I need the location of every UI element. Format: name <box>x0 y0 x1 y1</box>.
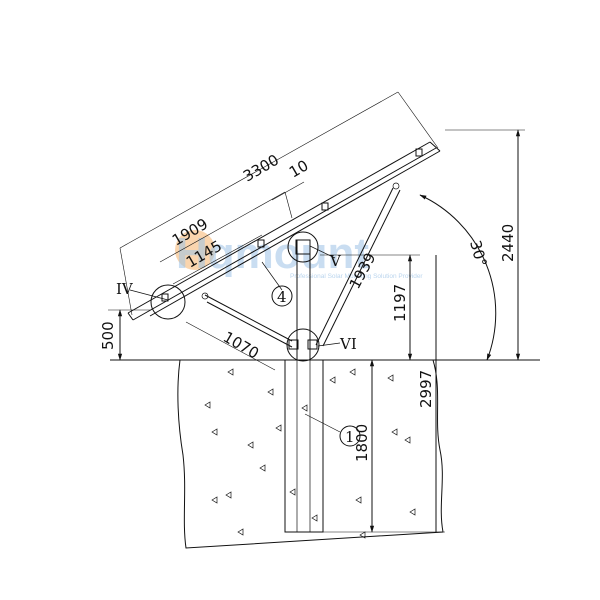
callout-v: V <box>329 252 342 270</box>
front-brace <box>201 292 293 348</box>
dim-2440: 2440 <box>499 224 517 262</box>
pivot-bracket <box>295 239 311 255</box>
dim-3300: 3300 <box>240 151 282 186</box>
callout-1: 1 <box>345 428 355 446</box>
detail-circle-v <box>287 231 319 263</box>
callout-iv: IV <box>116 280 134 298</box>
callout-labels: IV V VI 4 1 <box>116 252 357 446</box>
callout-leaders <box>129 245 341 433</box>
part-1-circle <box>339 425 361 447</box>
dim-500: 500 <box>99 321 117 350</box>
dim-10: 10 <box>286 156 312 181</box>
rear-strut <box>315 182 401 347</box>
logo-sun-icon <box>175 230 215 270</box>
dim-2997: 2997 <box>417 370 435 408</box>
callout-vi: VI <box>339 335 357 353</box>
callout-4: 4 <box>277 288 287 306</box>
base-bracket-right <box>307 339 318 350</box>
detail-circle-iv <box>150 284 186 320</box>
detail-circle-vi <box>286 328 320 362</box>
dim-1070: 1070 <box>220 328 262 363</box>
embedded-post <box>284 359 324 533</box>
dimension-lines <box>108 91 525 533</box>
watermark-brand: Hqmount <box>176 229 369 278</box>
dim-1800: 1800 <box>353 424 371 462</box>
part-4-circle <box>271 285 293 307</box>
dim-30-deg: 30° <box>466 238 490 268</box>
watermark-logo: Hqmount Professional Solar Mounting Solu… <box>175 229 423 280</box>
concrete-foundation <box>110 359 540 549</box>
dim-1197: 1197 <box>391 284 409 322</box>
base-bracket-left <box>288 339 299 350</box>
solar-panel-rail <box>127 141 441 321</box>
purlin-clamps <box>161 148 423 302</box>
watermark-tagline: Professional Solar Mounting Solution Pro… <box>290 273 423 280</box>
